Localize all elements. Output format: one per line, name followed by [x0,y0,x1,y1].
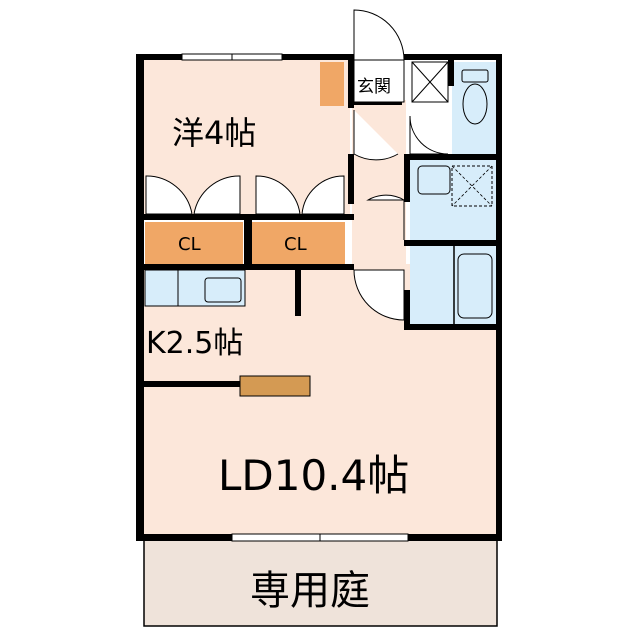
room-label-entrance: 玄関 [357,72,391,97]
room-label-garden: 専用庭 [250,568,370,614]
entrance-door [353,9,405,61]
doors [145,110,449,321]
room-label-western: 洋4帖 [172,114,257,152]
closet-left [145,222,243,264]
windows [181,53,409,542]
dining-counter [239,375,311,397]
closet-right [252,222,345,264]
shoe-cabinet [320,62,344,106]
kitchen-sink [204,277,242,303]
room-label-closet-left: CL [178,234,201,255]
room-label-kitchen: K2.5帖 [146,326,244,361]
room-label-closet-right: CL [284,234,307,255]
garden-area [143,539,498,627]
room-label-ld: LD10.4帖 [218,451,410,500]
